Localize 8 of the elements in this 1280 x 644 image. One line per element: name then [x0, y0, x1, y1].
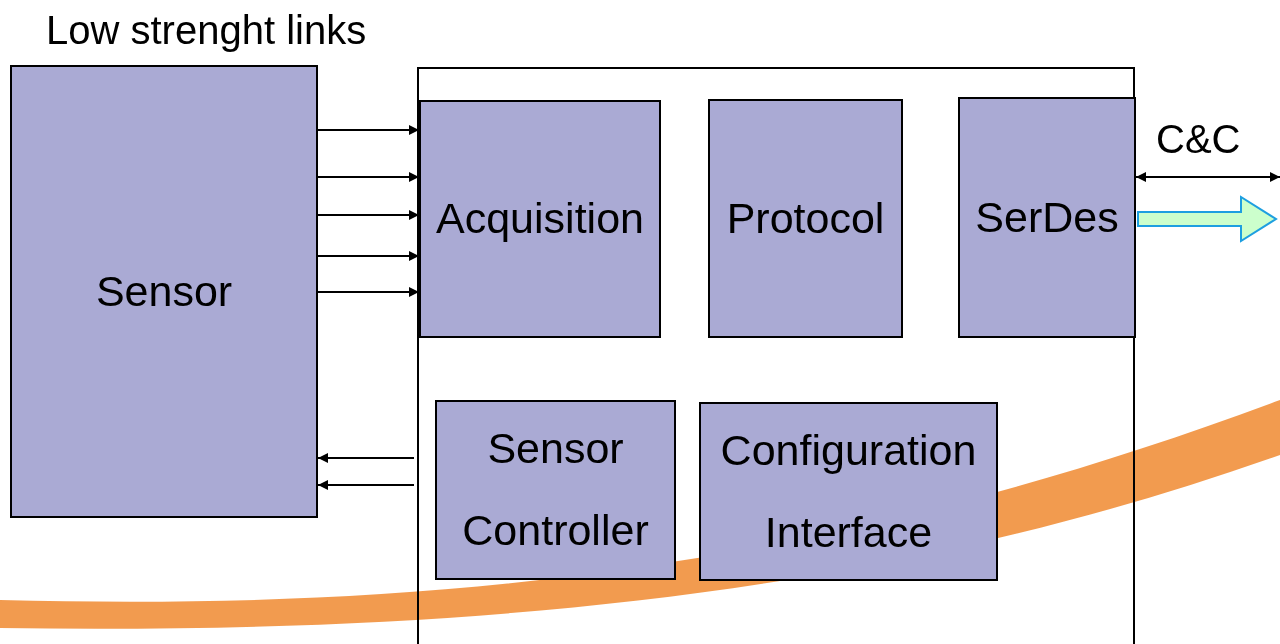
process-box: Sensor Controller: [435, 400, 676, 580]
process-box: SerDes: [958, 97, 1136, 338]
container-box: [417, 67, 1135, 644]
process-box: Acquisition: [419, 100, 661, 338]
process-box: Sensor: [10, 65, 318, 518]
process-box: Configuration Interface: [699, 402, 998, 581]
process-box: Protocol: [708, 99, 903, 338]
heading-text: Low strenght links: [46, 8, 367, 53]
